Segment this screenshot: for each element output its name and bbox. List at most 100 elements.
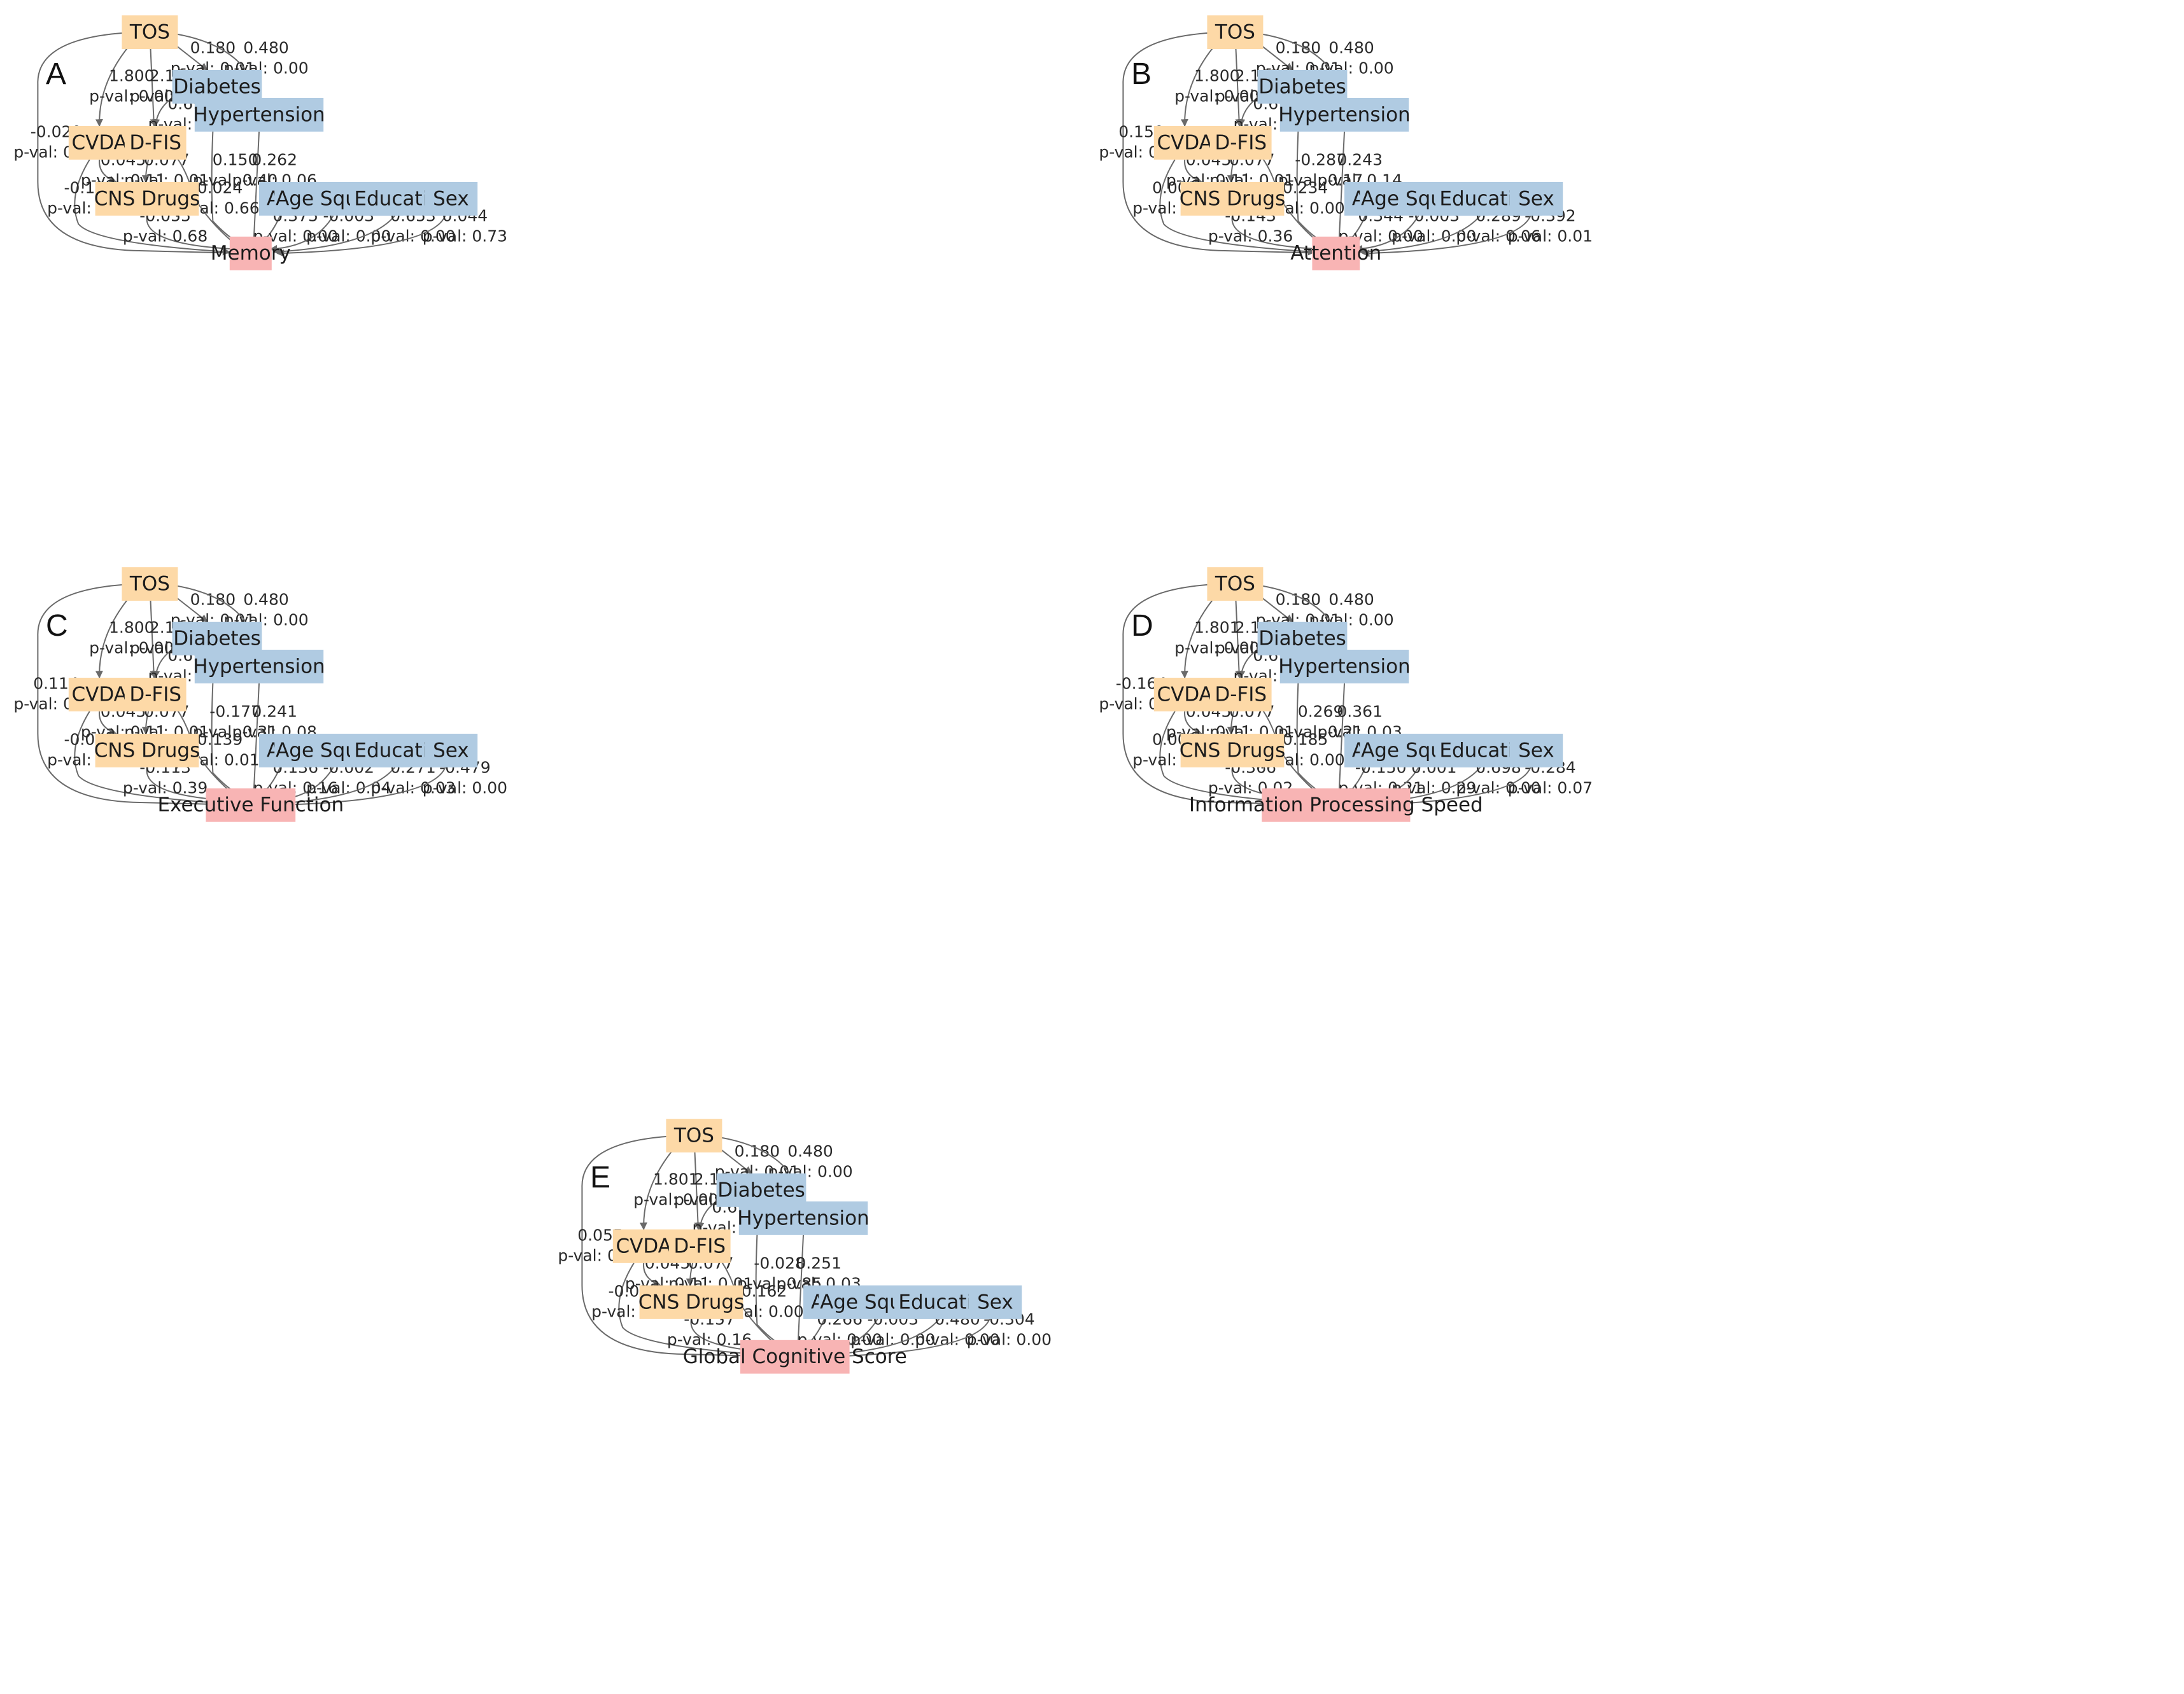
node-box <box>1262 788 1411 822</box>
node-label: Hypertension <box>737 1207 869 1229</box>
node-label: D-FIS <box>1215 131 1267 154</box>
node-hypertension: Hypertension <box>193 98 325 132</box>
edge-dfis-to-cns <box>1227 711 1235 735</box>
edge-cvda-to-cns <box>99 711 117 735</box>
edge-tos-to-out <box>1122 31 1335 257</box>
node-label: Global Cognitive Score <box>683 1345 907 1368</box>
node-dfis: D-FIS <box>668 1229 731 1263</box>
node-box <box>666 1119 722 1152</box>
panel-letter: B <box>1131 57 1152 91</box>
node-cvda: CVDA <box>68 678 130 711</box>
node-tos: TOS <box>122 15 178 49</box>
node-label: CNS Drugs <box>94 187 200 210</box>
node-sex: Sex <box>424 182 478 216</box>
node-out: Memory <box>211 236 291 270</box>
node-label: Diabetes <box>1258 75 1346 98</box>
edge-coefficient-dfis_out: -0.162 <box>736 1282 787 1301</box>
node-cns: CNS Drugs <box>638 1285 744 1319</box>
edge-pvalue-tos_cvda: p-val: 0.00 <box>89 87 174 106</box>
node-out: Global Cognitive Score <box>683 1340 907 1374</box>
node-label: CVDA <box>1157 683 1213 706</box>
node-hypertension: Hypertension <box>1278 650 1411 683</box>
node-box <box>1509 734 1563 767</box>
edge-coefficient-tos_hyp: 0.480 <box>787 1142 833 1161</box>
edge-coefficient-hyp_out: 0.262 <box>251 151 297 169</box>
node-box <box>1180 734 1285 767</box>
edge-pvalue-tos_cvda: p-val: 0.00 <box>89 639 174 657</box>
node-tos: TOS <box>122 567 178 601</box>
node-box <box>124 678 187 711</box>
node-box <box>194 98 324 132</box>
edge-education-to-out <box>1359 215 1481 256</box>
node-label: Diabetes <box>1258 627 1346 650</box>
node-hypertension: Hypertension <box>193 650 325 683</box>
edge-coefficient-hyp_out: 0.251 <box>796 1254 842 1273</box>
edge-coefficient-tos_cvda: 1.801 <box>1194 619 1240 637</box>
edge-hypertension-to-out <box>1335 131 1345 248</box>
node-label: Executive Function <box>157 794 344 816</box>
edge-pvalue-edu_out: p-val: 0.00 <box>1456 779 1540 797</box>
node-box <box>639 1285 743 1319</box>
edge-education-to-out <box>274 215 396 256</box>
edge-sex-to-out <box>1362 215 1532 257</box>
node-label: Diabetes <box>717 1179 805 1201</box>
edge-cvda-to-out <box>74 711 230 808</box>
edge-coefficient-hyp_out: 0.243 <box>1337 151 1383 169</box>
node-label: CVDA <box>72 683 127 706</box>
node-label: D-FIS <box>1215 683 1267 706</box>
edge-coefficient-dfis_out: -0.139 <box>192 731 243 749</box>
node-sex: Sex <box>968 1285 1022 1319</box>
edge-coefficient-dia_out: -0.287 <box>1295 151 1346 169</box>
edge-coefficient-tos_hyp: 0.480 <box>1328 39 1374 57</box>
edge-cns-to-out <box>1231 215 1325 253</box>
node-box <box>95 734 199 767</box>
edge-pvalue-tos_cvda: p-val: 0.00 <box>1174 639 1259 657</box>
edge-education-to-out <box>274 767 396 808</box>
edge-coefficient-dfis_out: -0.234 <box>1277 179 1328 197</box>
edge-coefficient-dfis_out: -0.185 <box>1277 731 1328 749</box>
node-label: Hypertension <box>193 655 325 678</box>
node-cns: CNS Drugs <box>1180 182 1285 216</box>
edge-pvalue-sex_out: p-val: 0.07 <box>1508 779 1593 797</box>
node-box <box>1207 15 1264 49</box>
node-label: Attention <box>1290 242 1381 265</box>
node-box <box>1153 678 1216 711</box>
node-cvda: CVDA <box>612 1229 675 1263</box>
edge-coefficient-tos_cvda: 1.800 <box>1194 67 1240 85</box>
node-tos: TOS <box>1207 15 1264 49</box>
edge-pvalue-sex_out: p-val: 0.00 <box>967 1331 1052 1349</box>
edge-coefficient-dia_out: 0.150 <box>213 151 258 169</box>
node-label: TOS <box>1215 21 1255 44</box>
node-sex: Sex <box>1509 734 1563 767</box>
node-sex: Sex <box>424 734 478 767</box>
edge-hypertension-to-out <box>794 1235 804 1351</box>
node-label: CVDA <box>616 1235 672 1257</box>
node-box <box>124 126 187 160</box>
edge-pvalue-cns_out: p-val: 0.16 <box>667 1331 752 1349</box>
node-box <box>968 1285 1022 1319</box>
node-cvda: CVDA <box>68 126 130 160</box>
edge-coefficient-tos_cvda: 1.801 <box>653 1170 699 1189</box>
node-label: TOS <box>1215 573 1255 596</box>
edge-coefficient-dia_out: -0.177 <box>209 703 261 721</box>
edge-dfis-to-cns <box>1227 159 1235 183</box>
node-label: Sex <box>977 1291 1013 1313</box>
node-box <box>740 1340 850 1374</box>
node-out: Information Processing Speed <box>1189 788 1483 822</box>
node-box <box>424 182 478 216</box>
node-dfis: D-FIS <box>124 678 187 711</box>
edge-pvalue-tos_cvda: p-val: 0.00 <box>633 1191 718 1209</box>
edge-sex-to-out <box>821 1319 990 1361</box>
node-label: Hypertension <box>1278 103 1410 126</box>
node-hypertension: Hypertension <box>737 1201 870 1235</box>
node-box <box>1207 567 1264 601</box>
node-box <box>1279 98 1409 132</box>
edge-coefficient-tos_hyp: 0.480 <box>1328 591 1374 609</box>
node-box <box>68 678 130 711</box>
